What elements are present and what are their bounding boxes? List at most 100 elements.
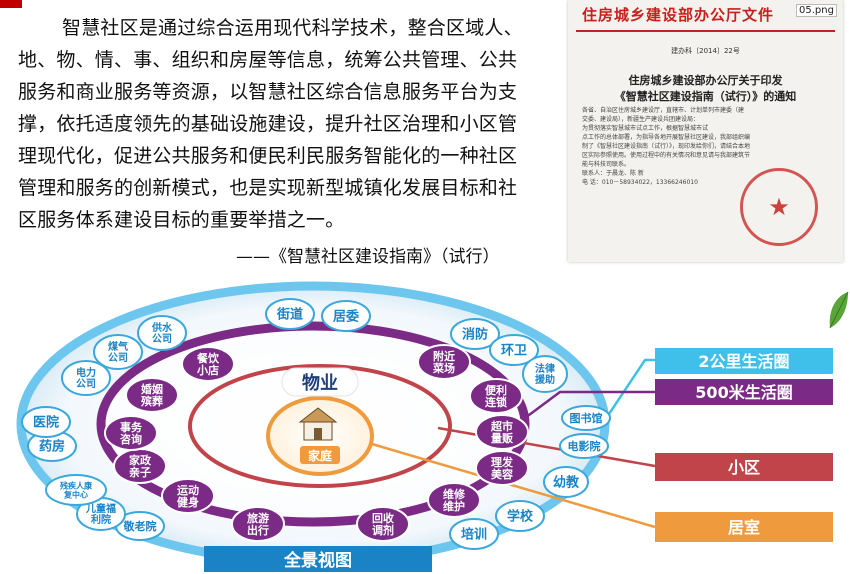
svg-text:儿童福: 儿童福 — [85, 502, 116, 515]
svg-text:学校: 学校 — [507, 509, 534, 525]
outer-ring-bubble: 药房 — [27, 430, 77, 462]
svg-text:维修: 维修 — [443, 487, 466, 501]
intro-line: 管理和服务的创新模式，也是实现新型城镇化发展目标和社 — [18, 177, 518, 199]
legend-bar-2km — [655, 348, 833, 374]
caption-label: 全景视图 — [283, 550, 352, 571]
property-label-bg — [281, 367, 359, 397]
home-label-bg — [300, 446, 340, 464]
source-citation: ——《智慧社区建设指南》（试行） — [236, 247, 500, 267]
document-body-line: 各省、自治区住房城乡建设厅，直辖市、计划单列市建委（建 — [582, 107, 745, 114]
svg-text:图书馆: 图书馆 — [570, 411, 603, 425]
intro-line: 理现代化，促进公共服务和便民利民服务智能化的一种社区 — [18, 145, 518, 167]
document-body-line: 点工作的总体部署，为指导各地开展智慧社区建设，我部组织编 — [582, 134, 751, 141]
svg-text:居委: 居委 — [333, 309, 359, 325]
svg-text:运动: 运动 — [177, 483, 199, 497]
svg-text:事务: 事务 — [120, 420, 143, 434]
legend-bar-community — [655, 453, 833, 481]
leaf-icon — [829, 291, 849, 329]
svg-text:公司: 公司 — [108, 352, 128, 364]
document-body-line: 交委、建设局），新疆生产建设兵团建设局： — [582, 116, 700, 123]
connector-community — [437, 426, 656, 468]
document-body-line: 区实际参照使用。使用过程中的有关情况和意见请与我部建筑节 — [582, 152, 751, 159]
intro-line: 智慧社区是通过综合运用现代科学技术，整合区域人、 — [62, 17, 523, 39]
svg-text:理发: 理发 — [491, 455, 514, 469]
svg-text:利院: 利院 — [91, 513, 111, 526]
svg-text:超市: 超市 — [490, 419, 513, 433]
intro-line: 地、物、情、事、组织和房屋等信息，统筹公共管理、公共 — [18, 49, 518, 71]
outer-ring-bubble: 街道 — [265, 298, 315, 330]
svg-text:电力: 电力 — [76, 366, 96, 379]
service-bubbles: 餐饮小店附近菜场便利连锁超市量贩理发美容维修维护回收调剂旅游出行运动健身家政亲子… — [21, 298, 611, 550]
svg-text:回收: 回收 — [372, 511, 394, 525]
svg-text:美容: 美容 — [491, 467, 513, 481]
svg-text:便利: 便利 — [485, 383, 507, 397]
svg-text:家政: 家政 — [129, 453, 152, 467]
house-icon — [298, 407, 338, 441]
svg-text:医院: 医院 — [33, 415, 59, 431]
svg-text:煤气: 煤气 — [108, 340, 128, 353]
svg-text:小店: 小店 — [196, 363, 219, 377]
legend-label-community: 小区 — [728, 458, 760, 477]
outer-ring-bubble: 消防 — [450, 318, 500, 350]
svg-text:街道: 街道 — [276, 307, 303, 323]
red-corner-mark — [0, 0, 22, 8]
svg-text:供水: 供水 — [151, 321, 173, 334]
outer-ring-bubble: 幼教 — [543, 466, 589, 498]
connector-2km — [603, 358, 655, 421]
svg-text:量贩: 量贩 — [491, 431, 514, 445]
svg-text:婚姻: 婚姻 — [141, 382, 163, 396]
legend-bar-500m — [655, 379, 833, 405]
svg-text:出行: 出行 — [247, 523, 269, 537]
svg-text:幼教: 幼教 — [553, 475, 580, 491]
svg-text:培训: 培训 — [461, 527, 487, 543]
caption-bar — [204, 546, 432, 572]
svg-text:亲子: 亲子 — [129, 465, 151, 479]
property-label: 物业 — [302, 372, 338, 394]
svg-text:法律: 法律 — [535, 362, 555, 375]
outer-ring-bubble: 医院 — [21, 406, 71, 438]
outer-ring-bubble: 学校 — [495, 500, 545, 532]
outer-ring-bubble: 环卫 — [489, 334, 539, 366]
svg-text:药房: 药房 — [39, 439, 65, 455]
side-item-bubble: 图书馆 — [561, 405, 611, 431]
red-seal-stamp: ★ — [740, 168, 818, 246]
outer-ring-bubble: 敬老院 — [115, 511, 165, 541]
document-body-line: 为贯彻落实智慧城市试点工作，根据智慧城市试 — [582, 125, 709, 132]
svg-text:公司: 公司 — [76, 378, 96, 390]
svg-text:健身: 健身 — [177, 495, 199, 509]
svg-text:旅游: 旅游 — [247, 511, 269, 525]
svg-text:调剂: 调剂 — [372, 523, 394, 537]
legend-label-500m: 500米生活圈 — [695, 383, 792, 402]
document-body-line: 电 话：010－58934022，13366246010 — [582, 179, 698, 186]
official-document-image: 住房城乡建设部办公厅文件 建办科〔2014〕22号 住房城乡建设部办公厅关于印发… — [568, 0, 843, 262]
svg-text:附近: 附近 — [433, 349, 455, 363]
outer-ring-bubble: 居委 — [321, 300, 371, 332]
legend-label-home: 居室 — [728, 518, 760, 537]
connector-500m — [524, 390, 655, 420]
connector-home — [371, 442, 656, 529]
home-label: 家庭 — [308, 448, 332, 463]
community-ring — [188, 364, 452, 488]
svg-text:公司: 公司 — [152, 333, 172, 345]
svg-text:敬老院: 敬老院 — [123, 519, 157, 533]
svg-text:援助: 援助 — [535, 373, 555, 386]
document-body-line: 能与科技司联系。 — [582, 161, 631, 168]
svg-text:复中心: 复中心 — [63, 489, 88, 499]
intro-paragraph: 智慧社区是通过综合运用现代科学技术，整合区域人、 地、物、情、事、组织和房屋等信… — [18, 12, 548, 236]
